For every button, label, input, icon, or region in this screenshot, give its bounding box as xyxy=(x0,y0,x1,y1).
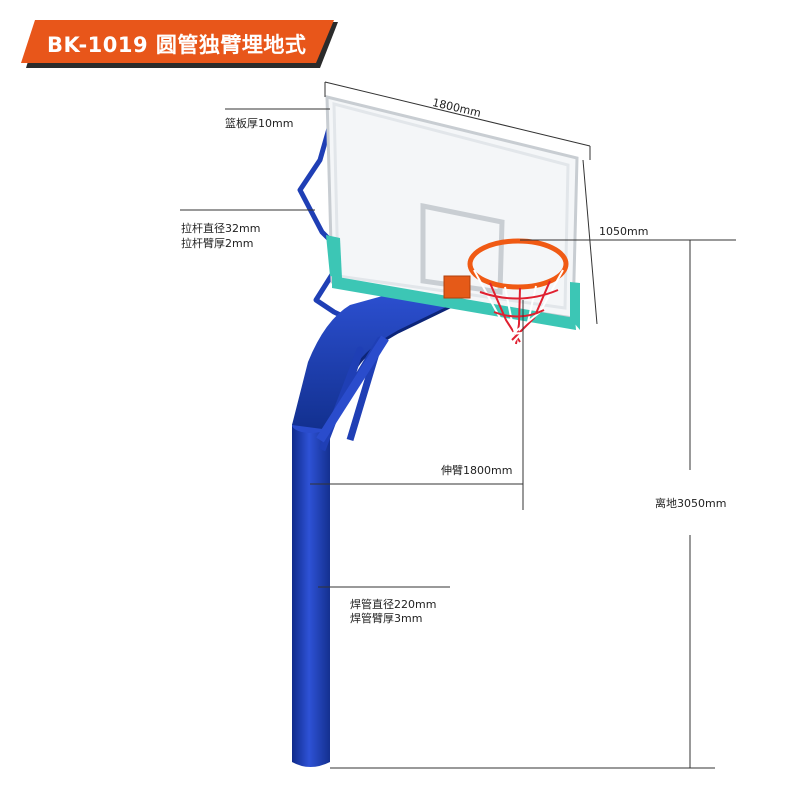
brace-wall-label: 拉杆臂厚2mm xyxy=(181,237,254,250)
brace-diameter-label: 拉杆直径32mm xyxy=(181,222,261,235)
extension-arm xyxy=(292,280,465,452)
ground-height-label: 离地3050mm xyxy=(655,497,727,510)
edge-pad-right xyxy=(570,282,580,330)
backboard xyxy=(325,95,580,330)
board-height-label: 1050mm xyxy=(599,225,649,238)
pole-wall-label: 焊管臂厚3mm xyxy=(350,612,423,625)
pole-diameter-label: 焊管直径220mm xyxy=(350,598,437,611)
basket xyxy=(443,238,569,345)
board-thickness-label: 篮板厚10mm xyxy=(225,117,294,130)
dimension-lines xyxy=(180,81,736,769)
edge-pad-left xyxy=(326,235,342,278)
product-title: BK-1019 圆管独臂埋地式 xyxy=(47,33,307,57)
arm-extension-label: 伸臂1800mm xyxy=(441,464,513,477)
title-banner xyxy=(21,20,338,68)
pole xyxy=(292,417,330,767)
